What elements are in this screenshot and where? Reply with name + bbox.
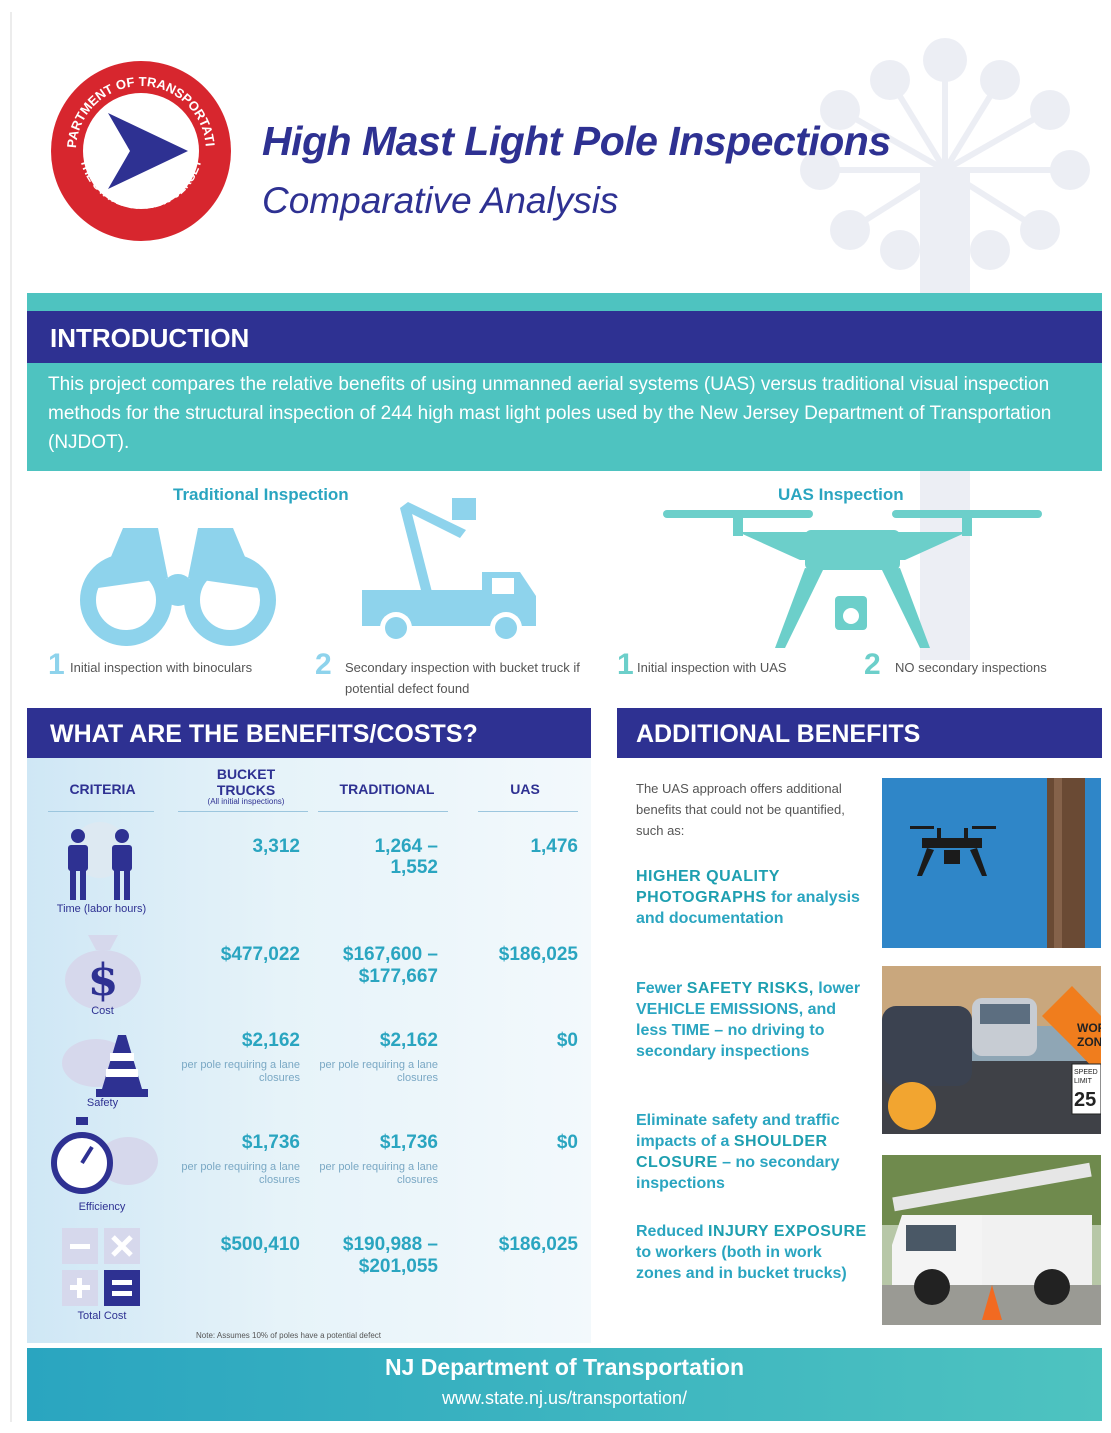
bucket-truck-icon [362, 498, 536, 644]
criteria-cost: Cost [91, 1005, 114, 1017]
uas-inspection-heading: UAS Inspection [778, 485, 904, 504]
page-subtitle: Comparative Analysis [262, 180, 619, 221]
row-cost-uas: $186,025 [498, 944, 578, 965]
criteria-efficiency: Efficiency [78, 1201, 126, 1213]
intro-text: This project compares the relative benef… [48, 374, 1052, 453]
drone-icon [663, 510, 1042, 648]
row-safety-bucket: $2,162 [241, 1030, 300, 1051]
njdot-seal-logo: DEPARTMENT OF TRANSPORTATION THE STATE O… [48, 58, 231, 241]
footer-bar [27, 1348, 1102, 1421]
row-safety-uas: $0 [556, 1030, 578, 1051]
intro-header-bar [27, 311, 1102, 363]
stopwatch-icon [51, 1117, 158, 1194]
uas-step-2-number: 2 [864, 648, 881, 681]
col-rule [178, 811, 308, 812]
svg-text:WORK: WORK [1077, 1021, 1101, 1035]
row-safety-traditional: $2,162 [379, 1030, 438, 1051]
intro-heading: INTRODUCTION [50, 323, 250, 353]
row-time-traditional-2: 1,552 [390, 857, 438, 878]
row-efficiency-traditional-note: per pole requiring a lane closures [319, 1161, 438, 1186]
page-edge [10, 12, 12, 1422]
row-total-bucket: $500,410 [220, 1234, 300, 1255]
row-efficiency-traditional: $1,736 [379, 1132, 438, 1153]
col-rule [318, 811, 448, 812]
drone-photo [882, 778, 1101, 948]
col-bucket-subtitle: (All initial inspections) [207, 797, 285, 806]
col-rule [478, 811, 578, 812]
additional-heading: ADDITIONAL BENEFITS [636, 720, 921, 748]
col-criteria: CRITERIA [69, 781, 136, 797]
traditional-step-2-text: Secondary inspection with bucket truck i… [345, 660, 580, 696]
row-cost-traditional-2: $177,667 [358, 966, 438, 987]
row-safety-bucket-note: per pole requiring a lane closures [181, 1059, 300, 1084]
criteria-safety: Safety [86, 1097, 119, 1109]
svg-text:ZONE: ZONE [1077, 1035, 1101, 1049]
traditional-inspection-heading: Traditional Inspection [173, 485, 349, 504]
row-efficiency-bucket-note: per pole requiring a lane closures [181, 1161, 300, 1186]
benefits-header-bar [27, 708, 591, 758]
benefit-item-1: HIGHER QUALITY PHOTOGRAPHS for analysis … [636, 868, 860, 927]
additional-header-bar [617, 708, 1102, 758]
money-bag-icon: $ [65, 935, 141, 1010]
svg-text:25: 25 [1074, 1089, 1096, 1111]
workers-clock-icon [68, 822, 132, 900]
row-cost-traditional: $167,600 – [342, 944, 438, 965]
row-total-traditional: $190,988 – [342, 1234, 438, 1255]
benefit-item-4: Reduced INJURY EXPOSURE to workers (both… [636, 1223, 867, 1282]
traditional-step-2-number: 2 [315, 648, 332, 681]
row-efficiency-uas: $0 [556, 1132, 578, 1153]
row-total-uas: $186,025 [498, 1234, 578, 1255]
bucket-truck-photo [882, 1155, 1101, 1325]
traditional-step-1-text: Initial inspection with binoculars [70, 660, 253, 675]
footer-url-link[interactable]: www.state.nj.us/transportation/ [441, 1388, 688, 1408]
benefit-item-3: Eliminate safety and traffic impacts of … [636, 1112, 840, 1192]
benefit-item-2: Fewer SAFETY RISKS, lower VEHICLE EMISSI… [636, 980, 861, 1060]
criteria-time: Time (labor hours) [56, 903, 147, 915]
row-cost-bucket: $477,022 [220, 944, 300, 965]
table-footnote: Note: Assumes 10% of poles have a potent… [196, 1331, 382, 1340]
calculator-icon [62, 1228, 140, 1306]
svg-text:$: $ [88, 955, 119, 1006]
intro-box [27, 363, 1102, 471]
traditional-step-1-number: 1 [48, 648, 65, 681]
svg-text:SPEED: SPEED [1074, 1069, 1098, 1076]
svg-text:LIMIT: LIMIT [1074, 1078, 1093, 1085]
traffic-cone-icon [62, 1035, 148, 1097]
binoculars-icon [80, 528, 276, 646]
footer-title: NJ Department of Transportation [384, 1354, 745, 1380]
row-efficiency-bucket: $1,736 [241, 1132, 300, 1153]
work-zone-photo: WORK ZONE SPEED LIMIT 25 [882, 966, 1101, 1134]
col-traditional: TRADITIONAL [339, 781, 435, 797]
row-time-bucket: 3,312 [252, 836, 300, 857]
row-time-traditional: 1,264 – [374, 836, 438, 857]
light-pole-watermark [800, 38, 1090, 660]
uas-step-1-number: 1 [617, 648, 634, 681]
col-uas: UAS [510, 781, 540, 797]
uas-step-2-text: NO secondary inspections [895, 660, 1047, 675]
row-time-uas: 1,476 [530, 836, 578, 857]
page-title: High Mast Light Pole Inspections [262, 118, 891, 164]
additional-intro: The UAS approach offers additional benef… [636, 781, 845, 838]
uas-step-1-text: Initial inspection with UAS [637, 660, 787, 675]
intro-top-stripe [27, 293, 1102, 311]
col-bucket-trucks: BUCKET TRUCKS [216, 766, 276, 798]
benefits-heading: WHAT ARE THE BENEFITS/COSTS? [50, 720, 478, 748]
row-safety-traditional-note: per pole requiring a lane closures [319, 1059, 438, 1084]
row-total-traditional-2: $201,055 [358, 1256, 438, 1277]
col-rule [48, 811, 154, 812]
criteria-total-cost: Total Cost [77, 1310, 127, 1322]
